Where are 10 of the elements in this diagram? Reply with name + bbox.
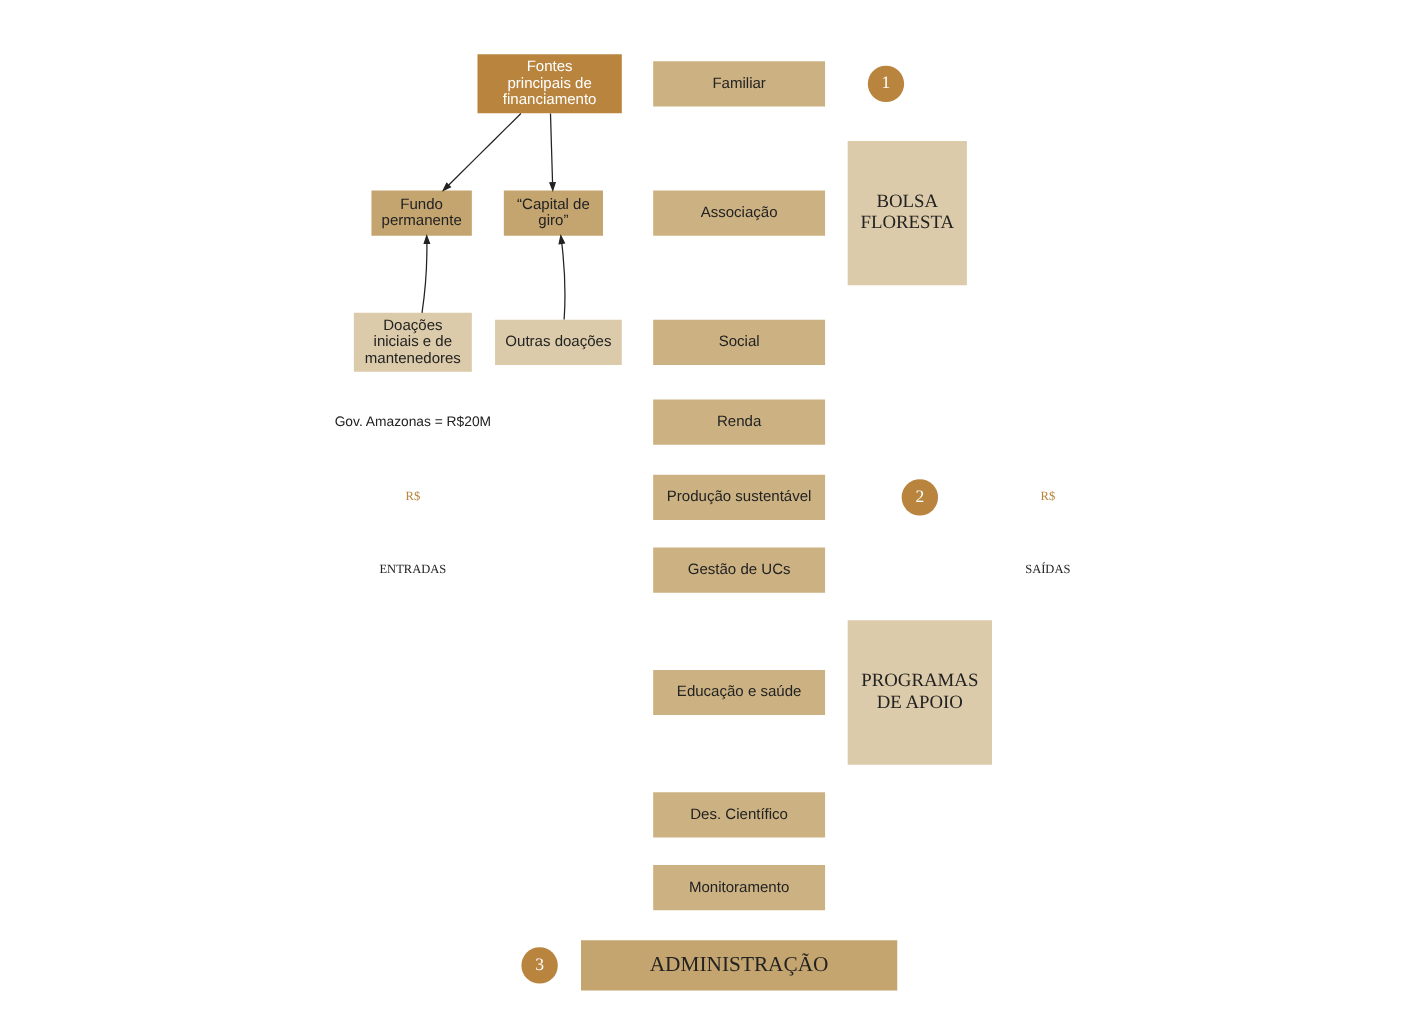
arrow [441, 112, 522, 192]
node-box: PROGRAMAS DE APOIO [847, 620, 992, 765]
node-circle: 1 [867, 65, 905, 103]
node-circle: 3 [521, 947, 558, 984]
arrow [549, 112, 557, 193]
node-box: BOLSA FLORESTA [847, 140, 967, 286]
node-box: ADMINISTRAÇÃO [581, 940, 898, 991]
arrow [421, 233, 431, 314]
arrow [558, 233, 566, 321]
node-circle: 2 [901, 479, 939, 516]
